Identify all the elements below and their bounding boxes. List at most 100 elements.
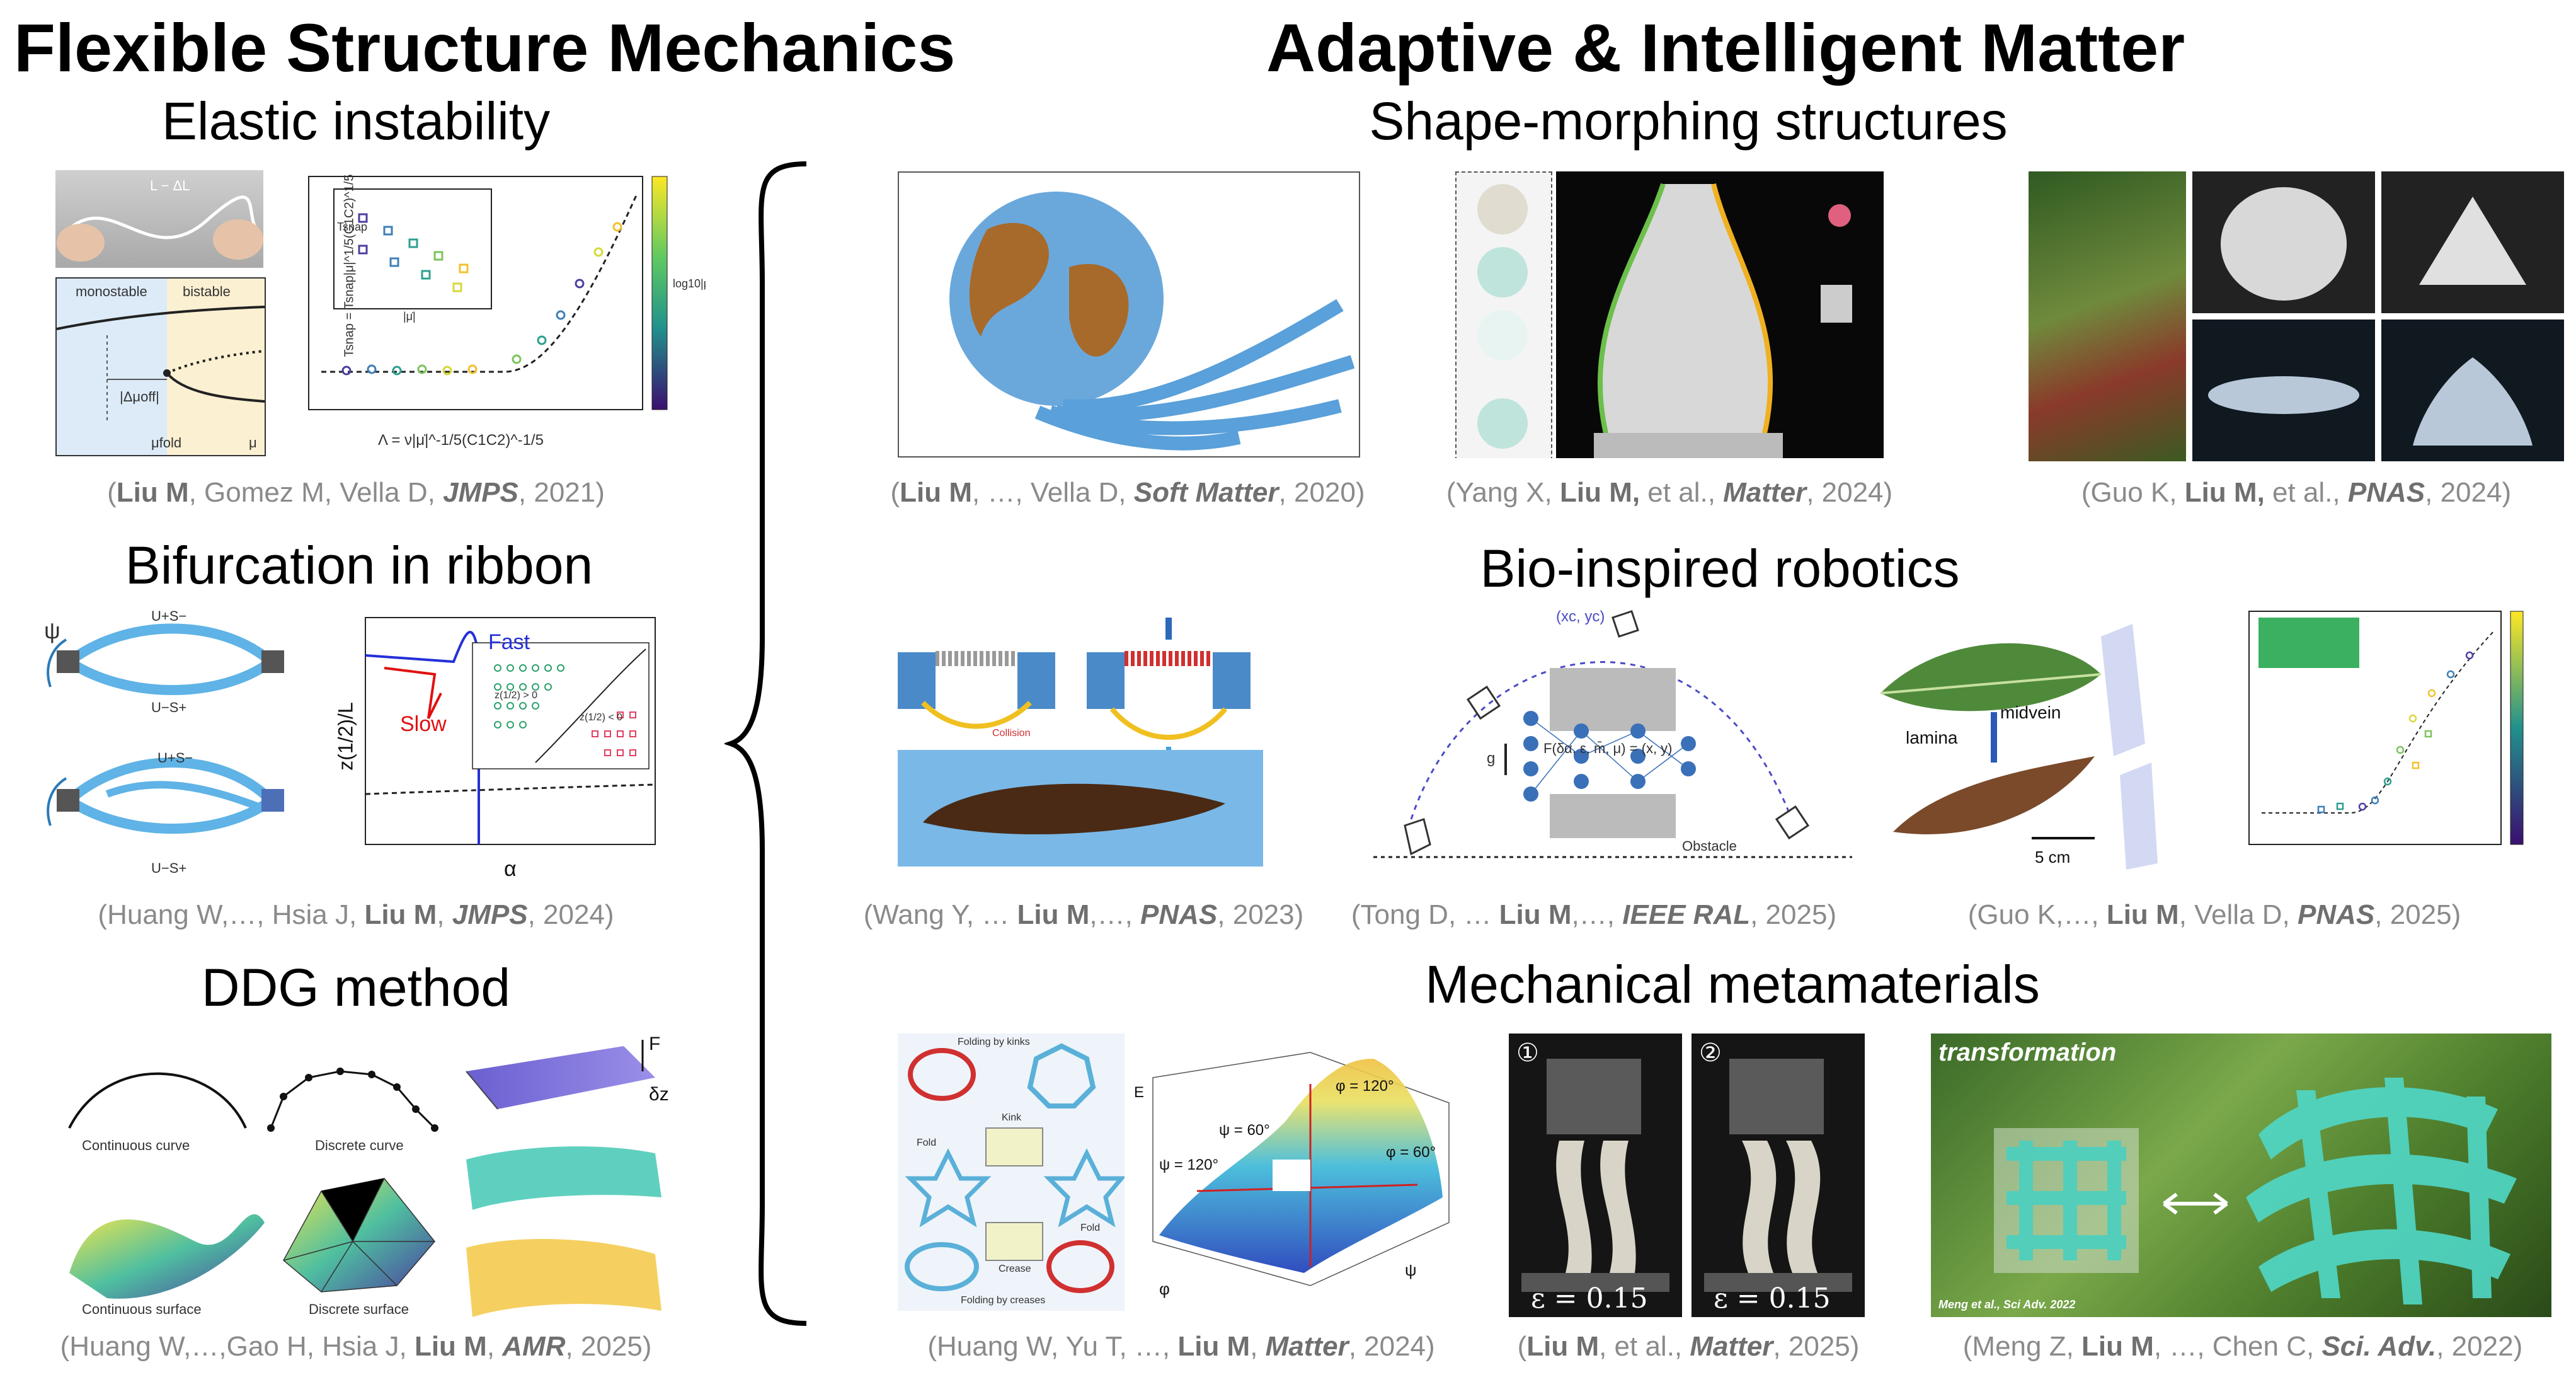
fast-label: Fast	[488, 630, 530, 654]
ddg-force-label: F	[649, 1034, 661, 1054]
snap-y-axis-label: Tsnap = Tsnap|μ|^1/5(C1C2)^1/5	[342, 174, 357, 357]
ribbon-label-u4: U−S+	[151, 860, 187, 876]
globe-drawing	[949, 192, 1355, 451]
beetle-figure: Collision	[898, 614, 1263, 867]
creases-label: Folding by creases	[961, 1295, 1046, 1306]
cite-shape-2: (Yang X, Liu M, et al., Matter, 2024)	[1446, 477, 1893, 508]
strip-length-label: L − ΔL	[150, 178, 190, 193]
jellyfish-folded-drawing	[2413, 357, 2533, 446]
inset-y-label: Tsnap	[337, 221, 368, 233]
ddg-figure: Continuous curve Discrete curve Continuo…	[57, 1034, 706, 1323]
compression-2-drawing	[1704, 1059, 1852, 1292]
vase-sphere-sequence	[1477, 184, 1528, 449]
xcyc-label: (xc, yc)	[1556, 608, 1605, 625]
psi-axis-label: ψ	[1405, 1260, 1417, 1279]
compression-1-drawing	[1521, 1059, 1669, 1292]
kinks-label: Folding by kinks	[958, 1037, 1030, 1047]
kink-label: Kink	[1002, 1112, 1022, 1123]
psi-60-label: ψ = 60°	[1219, 1122, 1270, 1139]
cite-meta-1: (Huang W, Yu T, …, Liu M, Matter, 2024)	[927, 1331, 1435, 1362]
panel-number-1: ①	[1516, 1039, 1539, 1067]
fold-label-2: Fold	[1080, 1223, 1101, 1233]
bistable-label: bistable	[183, 284, 231, 299]
energy-axis-label: E	[1134, 1084, 1145, 1101]
energy-landscape-drawing	[1152, 1052, 1450, 1286]
cite-robotics-3: (Guo K,…, Liu M, Vella D, PNAS, 2025)	[1967, 899, 2461, 930]
strip-photo-drawing	[57, 195, 263, 262]
midvein-label: midvein	[2000, 703, 2061, 722]
globe-ribbons-figure	[898, 171, 1360, 458]
heading-shape-morphing: Shape-morphing structures	[1369, 91, 2008, 151]
ribbon-schematics: ψ U+S− U−S+ U+S− U−S+	[31, 605, 328, 882]
heading-bio-robotics: Bio-inspired robotics	[1480, 539, 1960, 598]
robot-jump-drawing	[1373, 610, 1852, 858]
panel-number-2: ②	[1699, 1039, 1722, 1067]
cite-ddg-method: (Huang W,…,Gao H, Hsia J, Liu M, AMR, 20…	[60, 1331, 652, 1362]
transformation-label: transformation	[1938, 1039, 2117, 1066]
ribbon-label-u1: U+S−	[151, 608, 187, 624]
compression-photo-1: ① ε = 0.15	[1509, 1034, 1682, 1317]
ribbon-y-axis-label: z(1/2)/L	[334, 702, 357, 771]
monostable-label: monostable	[76, 284, 147, 299]
ddg-drawing	[68, 1040, 661, 1317]
beetle-drawing	[898, 618, 1263, 867]
inset-x-label: |μ̇|	[403, 310, 416, 323]
strip-photo: L − ΔL	[55, 170, 263, 268]
bistability-curves	[57, 306, 265, 423]
transformation-drawing	[1994, 1078, 2517, 1304]
obstacle-label: Obstacle	[1682, 838, 1737, 854]
collision-label: Collision	[992, 728, 1031, 739]
ribbon-x-axis-label: α	[504, 857, 517, 881]
mu-fold-label: μfold	[151, 435, 182, 451]
fold-label-1: Fold	[917, 1137, 937, 1148]
ribbon-bifurcation-plot: Fast Slow z(1/2)/L α z(1/2) > 0 z(1/2) <…	[328, 605, 668, 889]
snap-x-axis-label: Λ = ν|μ̇|^-1/5(C1C2)^-1/5	[378, 432, 544, 449]
ddg-discrete-surface: Discrete surface	[309, 1301, 409, 1317]
inset-label-positive: z(1/2) > 0	[495, 690, 538, 701]
cite-meta-2: (Liu M, et al., Matter, 2025)	[1517, 1331, 1860, 1362]
strain-label-2: ε = 0.15	[1714, 1282, 1831, 1315]
strain-label-1: ε = 0.15	[1531, 1282, 1648, 1315]
ddg-continuous-curve: Continuous curve	[82, 1137, 190, 1153]
jellyfish-flat-drawing	[2208, 376, 2359, 414]
transformation-photo: transformation Meng et al., Sci Adv. 202…	[1931, 1034, 2551, 1317]
phi-axis-label: φ	[1159, 1279, 1170, 1298]
snap-scaling-drawing	[308, 176, 668, 410]
heading-elastic-instability: Elastic instability	[161, 91, 551, 151]
transformation-ref: Meng et al., Sci Adv. 2022	[1938, 1298, 2076, 1311]
right-title: Adaptive & Intelligent Matter	[1266, 9, 2185, 86]
robot-jump-figure: (xc, yc) F(δα, ε, m̄, μ) = (x, y) Obstac…	[1373, 605, 1852, 870]
bistability-diagram: monostable bistable |Δμoff| μfold μ	[55, 277, 266, 456]
folding-rings-figure: Folding by kinks Kink Fold Fold Crease F…	[898, 1034, 1125, 1311]
ribbon-label-u2: U−S+	[151, 700, 187, 715]
cite-meta-3: (Meng Z, Liu M, …, Chen C, Sci. Adv., 20…	[1962, 1331, 2523, 1362]
snap-scaling-plot: Tsnap = Tsnap|μ|^1/5(C1C2)^1/5 Λ = ν|μ̇|…	[265, 170, 706, 454]
vase-drawing	[1594, 183, 1852, 458]
plant-folding-photos	[2029, 171, 2564, 461]
curly-brace	[724, 161, 807, 1326]
ribbon-bifurcation-drawing	[365, 617, 656, 845]
phi-120-label: φ = 120°	[1336, 1078, 1394, 1095]
scale-bar-label: 5 cm	[2035, 848, 2071, 867]
cite-robotics-1: (Wang Y, … Liu M,…, PNAS, 2023)	[863, 899, 1304, 930]
network-formula-label: F(δα, ε, m̄, μ) = (x, y)	[1543, 740, 1673, 756]
energy-landscape-plot: φ = 120° ψ = 60° ψ = 120° φ = 60° φ ψ E	[1121, 1034, 1462, 1311]
gravity-label: g	[1487, 750, 1496, 767]
vase-figure	[1455, 171, 1884, 458]
ddg-deflection-label: δz	[649, 1084, 669, 1105]
delta-mu-label: |Δμoff|	[120, 389, 159, 405]
left-title: Flexible Structure Mechanics	[14, 9, 956, 86]
phi-60-label: φ = 60°	[1386, 1144, 1436, 1161]
crease-label: Crease	[999, 1264, 1031, 1274]
colorbar-label: log10|μ̇|	[673, 277, 706, 290]
leaf-scaling-plot	[2224, 605, 2551, 870]
cite-robotics-2: (Tong D, … Liu M,…, IEEE RAL, 2025)	[1351, 899, 1837, 930]
inset-label-negative: z(1/2) < 0	[580, 712, 623, 723]
ddg-continuous-surface: Continuous surface	[82, 1301, 202, 1317]
folded-disk-drawing	[2419, 197, 2526, 285]
leaf-figure: lamina midvein 5 cm	[1868, 618, 2221, 870]
mu-axis-label: μ	[249, 435, 257, 451]
ddg-discrete-curve: Discrete curve	[315, 1137, 404, 1153]
psi-120-label: ψ = 120°	[1159, 1156, 1219, 1173]
cite-bifurcation-ribbon: (Huang W,…, Hsia J, Liu M, JMPS, 2024)	[98, 899, 614, 930]
